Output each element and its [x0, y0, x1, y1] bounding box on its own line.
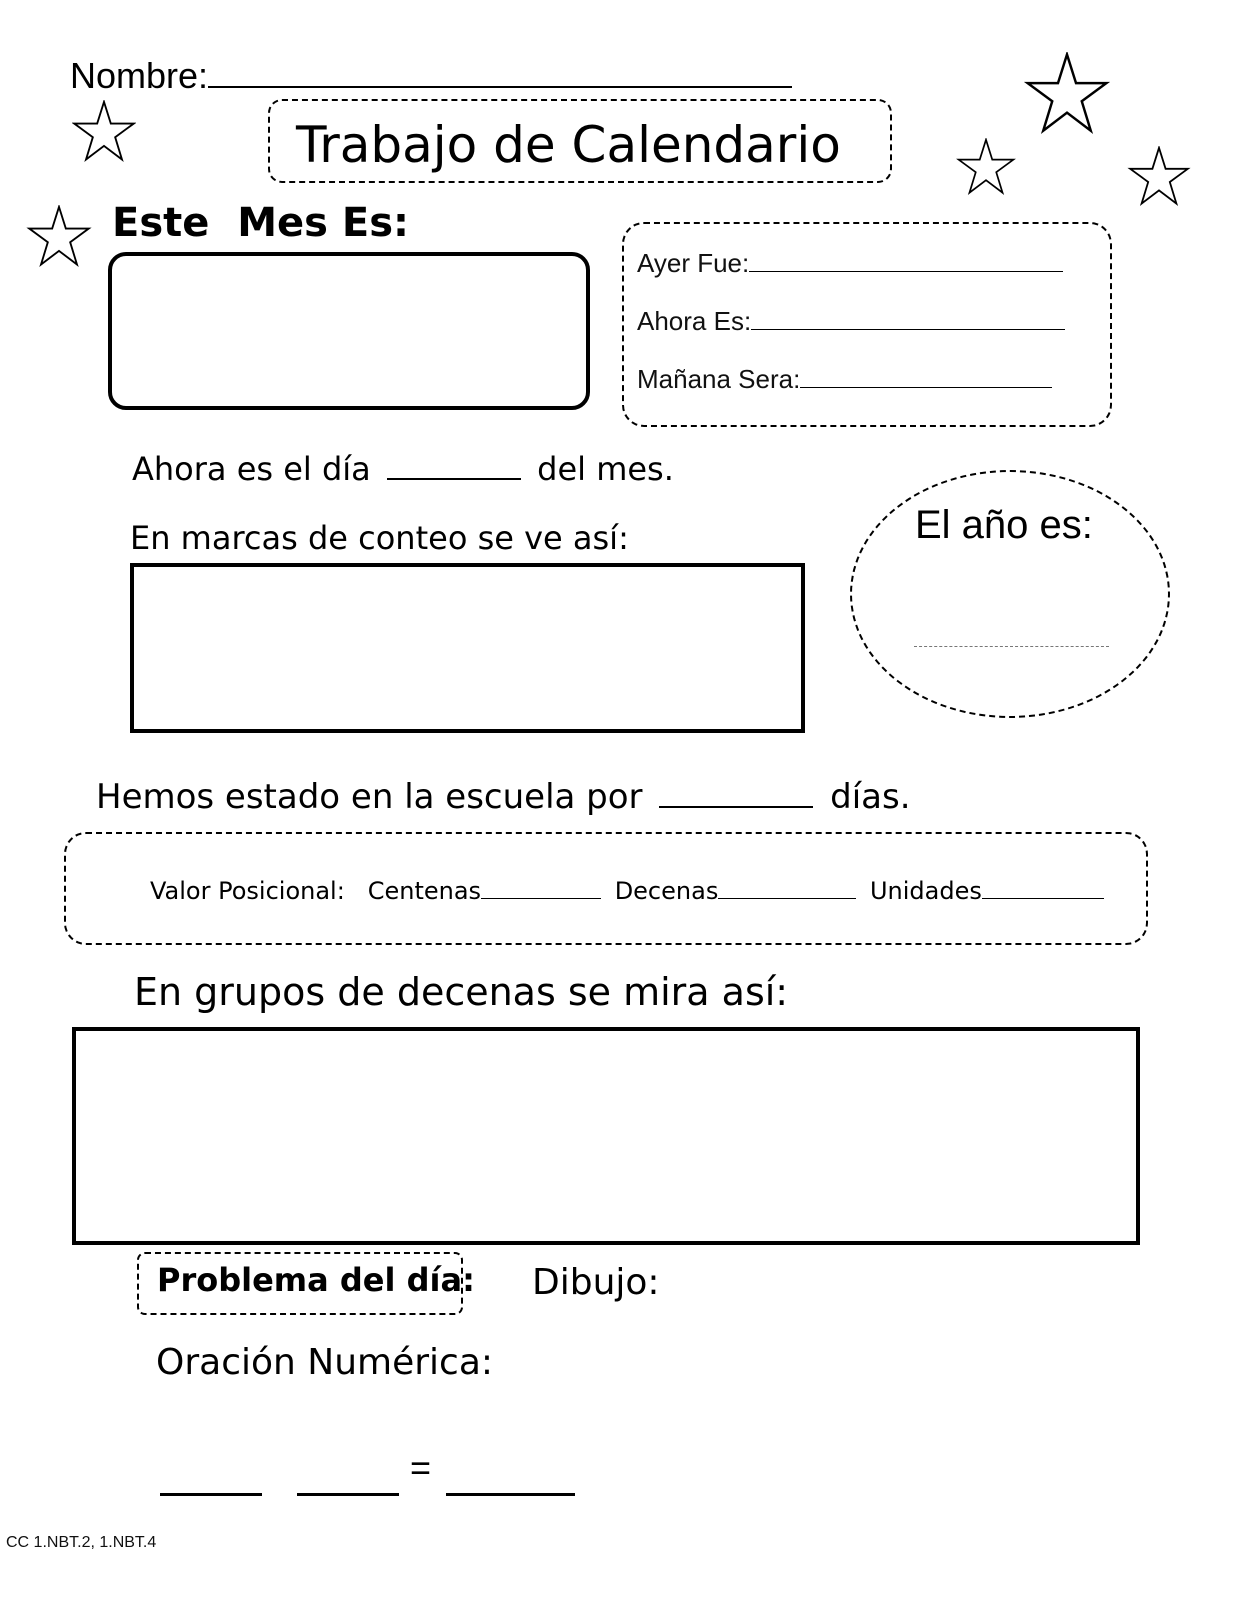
- star-icon: [1026, 53, 1108, 132]
- tens-label: Decenas: [614, 877, 719, 905]
- place-value-row: Valor Posicional: Centenas Decenas Unida…: [150, 874, 1104, 907]
- school-days-prefix: Hemos estado en la escuela por: [96, 777, 643, 817]
- problem-box: [137, 1252, 463, 1315]
- year-ellipse: [850, 470, 1170, 718]
- equals-sign: =: [410, 1447, 432, 1488]
- today-blank[interactable]: [751, 301, 1066, 330]
- days-box: [622, 222, 1112, 427]
- ones-blank[interactable]: [981, 874, 1104, 899]
- yesterday-row: Ayer Fue:: [637, 243, 1064, 280]
- star-icon: [73, 100, 135, 161]
- tally-box[interactable]: [130, 563, 805, 733]
- today-label: Ahora Es:: [637, 306, 752, 336]
- day-of-month-suffix: del mes.: [537, 450, 674, 488]
- standards-footer: CC 1.NBT.2, 1.NBT.4: [6, 1534, 157, 1551]
- tally-label: En marcas de conteo se ve así:: [130, 519, 629, 557]
- tomorrow-blank[interactable]: [800, 359, 1053, 388]
- month-box[interactable]: [108, 252, 590, 410]
- day-of-month-blank[interactable]: [386, 448, 521, 480]
- today-row: Ahora Es:: [637, 301, 1066, 338]
- problem-label: Problema del día:: [157, 1261, 475, 1299]
- tomorrow-label: Mañana Sera:: [637, 364, 801, 394]
- place-value-box: [64, 832, 1148, 945]
- name-blank[interactable]: [208, 48, 793, 88]
- page-title: Trabajo de Calendario: [296, 116, 841, 174]
- name-label: Nombre:: [70, 55, 209, 96]
- school-days-blank[interactable]: [659, 774, 814, 808]
- month-label: Este Mes Es:: [112, 200, 410, 246]
- hundreds-blank[interactable]: [481, 874, 602, 899]
- title-box: [268, 99, 892, 183]
- yesterday-blank[interactable]: [749, 243, 1064, 272]
- tens-groups-box[interactable]: [72, 1027, 1140, 1245]
- year-label: El año es:: [915, 503, 1093, 547]
- star-icon: [1129, 146, 1189, 205]
- day-of-month-prefix: Ahora es el día: [132, 450, 371, 488]
- day-of-month-row: Ahora es el día del mes.: [132, 448, 674, 489]
- yesterday-label: Ayer Fue:: [637, 248, 750, 278]
- number-sentence-label: Oración Numérica:: [156, 1342, 494, 1383]
- place-value-label: Valor Posicional:: [150, 877, 345, 905]
- sentence-blank-1[interactable]: [160, 1493, 262, 1496]
- year-blank[interactable]: [914, 646, 1109, 647]
- tens-groups-label: En grupos de decenas se mira así:: [134, 970, 789, 1014]
- star-icon: [957, 138, 1015, 194]
- drawing-label: Dibujo:: [532, 1262, 660, 1303]
- name-field: Nombre:: [70, 48, 793, 98]
- sentence-blank-3[interactable]: [446, 1493, 575, 1496]
- school-days-row: Hemos estado en la escuela por días.: [96, 774, 911, 818]
- hundreds-label: Centenas: [367, 877, 482, 905]
- school-days-suffix: días.: [830, 777, 911, 817]
- tomorrow-row: Mañana Sera:: [637, 359, 1053, 396]
- ones-label: Unidades: [869, 877, 982, 905]
- star-icon: [28, 205, 90, 266]
- tens-blank[interactable]: [718, 874, 857, 899]
- sentence-blank-2[interactable]: [297, 1493, 399, 1496]
